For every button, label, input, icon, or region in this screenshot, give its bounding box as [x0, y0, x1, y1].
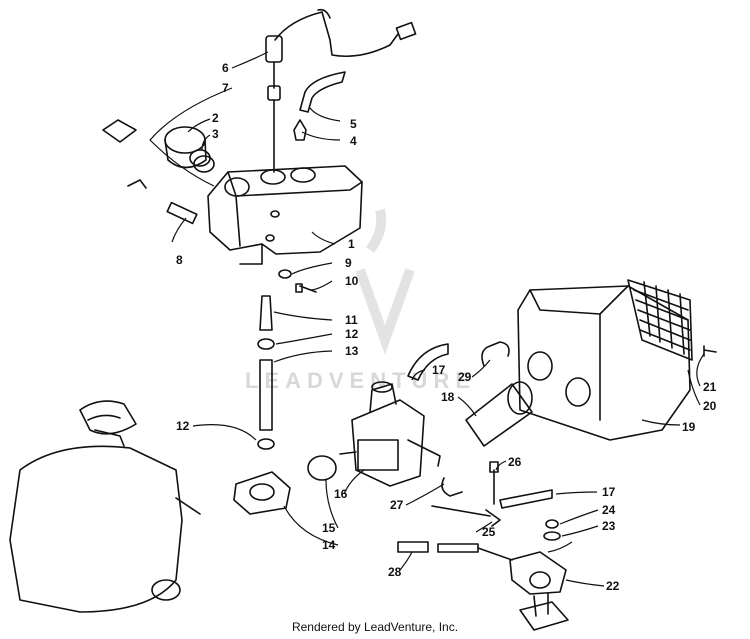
callout-label: 28 [388, 565, 402, 579]
callout-label: 22 [606, 579, 620, 593]
hose-clamp-upper [257, 338, 275, 350]
callout-label: 23 [602, 519, 616, 533]
pump-fittings [397, 541, 479, 553]
callout-label: 21 [703, 380, 717, 394]
engine [9, 400, 201, 613]
fuel-hose-upper [407, 343, 449, 381]
callout-labels: 1 2 3 4 5 6 7 8 9 10 11 12 13 17 29 18 2… [176, 61, 717, 593]
callout-label: 4 [350, 134, 357, 148]
callout-label: 9 [345, 256, 352, 270]
intake-screen [627, 279, 693, 361]
callout-label: 14 [322, 538, 336, 552]
callout-label: 5 [350, 117, 357, 131]
vent-hose [299, 71, 346, 113]
oil-line [259, 359, 273, 431]
callout-label: 1 [348, 237, 355, 251]
leader-lines [149, 51, 705, 587]
watermark-logo [355, 208, 415, 355]
callout-label: 19 [682, 420, 696, 434]
callout-label: 24 [602, 503, 616, 517]
fuel-pump [477, 547, 569, 631]
oil-level-sensor [265, 35, 283, 173]
callout-label: 8 [176, 253, 183, 267]
footer-credit: Rendered by LeadVenture, Inc. [291, 620, 459, 634]
pulse-line [431, 505, 501, 527]
hose-clip [441, 477, 463, 497]
callout-label: 13 [345, 344, 359, 358]
callout-label: 16 [334, 487, 348, 501]
silencer-screw [703, 345, 717, 357]
callout-label: 2 [212, 111, 219, 125]
callout-label: 20 [703, 399, 717, 413]
callout-label: 26 [508, 455, 522, 469]
drain-hose [481, 341, 510, 367]
pump-nut [543, 519, 561, 541]
decal [102, 119, 137, 143]
callout-label: 29 [458, 370, 472, 384]
mount-bolt [278, 269, 317, 293]
tank-outlet-fitting [259, 295, 273, 331]
fuel-hose-lower [499, 489, 553, 509]
carburetor [339, 381, 441, 487]
callout-label: 18 [441, 390, 455, 404]
callout-label: 27 [390, 498, 404, 512]
callout-label: 3 [212, 127, 219, 141]
vent-fitting [293, 119, 307, 141]
callout-label: 12 [345, 327, 359, 341]
callout-label: 17 [602, 485, 616, 499]
oil-cap [164, 126, 215, 173]
callout-label: 7 [222, 81, 229, 95]
callout-label: 17 [432, 363, 446, 377]
intake-silencer [517, 285, 691, 441]
watermark-text: LEADVENTURE [245, 368, 476, 393]
callout-label: 12 [176, 419, 190, 433]
oil-tank [207, 165, 363, 265]
callout-label: 25 [482, 525, 496, 539]
hose-clamp-lower [257, 438, 275, 450]
intake-flange [233, 471, 291, 515]
callout-label: 15 [322, 521, 336, 535]
carb-clamp [307, 455, 337, 481]
callout-label: 6 [222, 61, 229, 75]
oil-level-sensor-wire [274, 8, 417, 58]
tank-pin [127, 179, 198, 225]
callout-label: 10 [345, 274, 359, 288]
callout-label: 11 [345, 313, 358, 327]
